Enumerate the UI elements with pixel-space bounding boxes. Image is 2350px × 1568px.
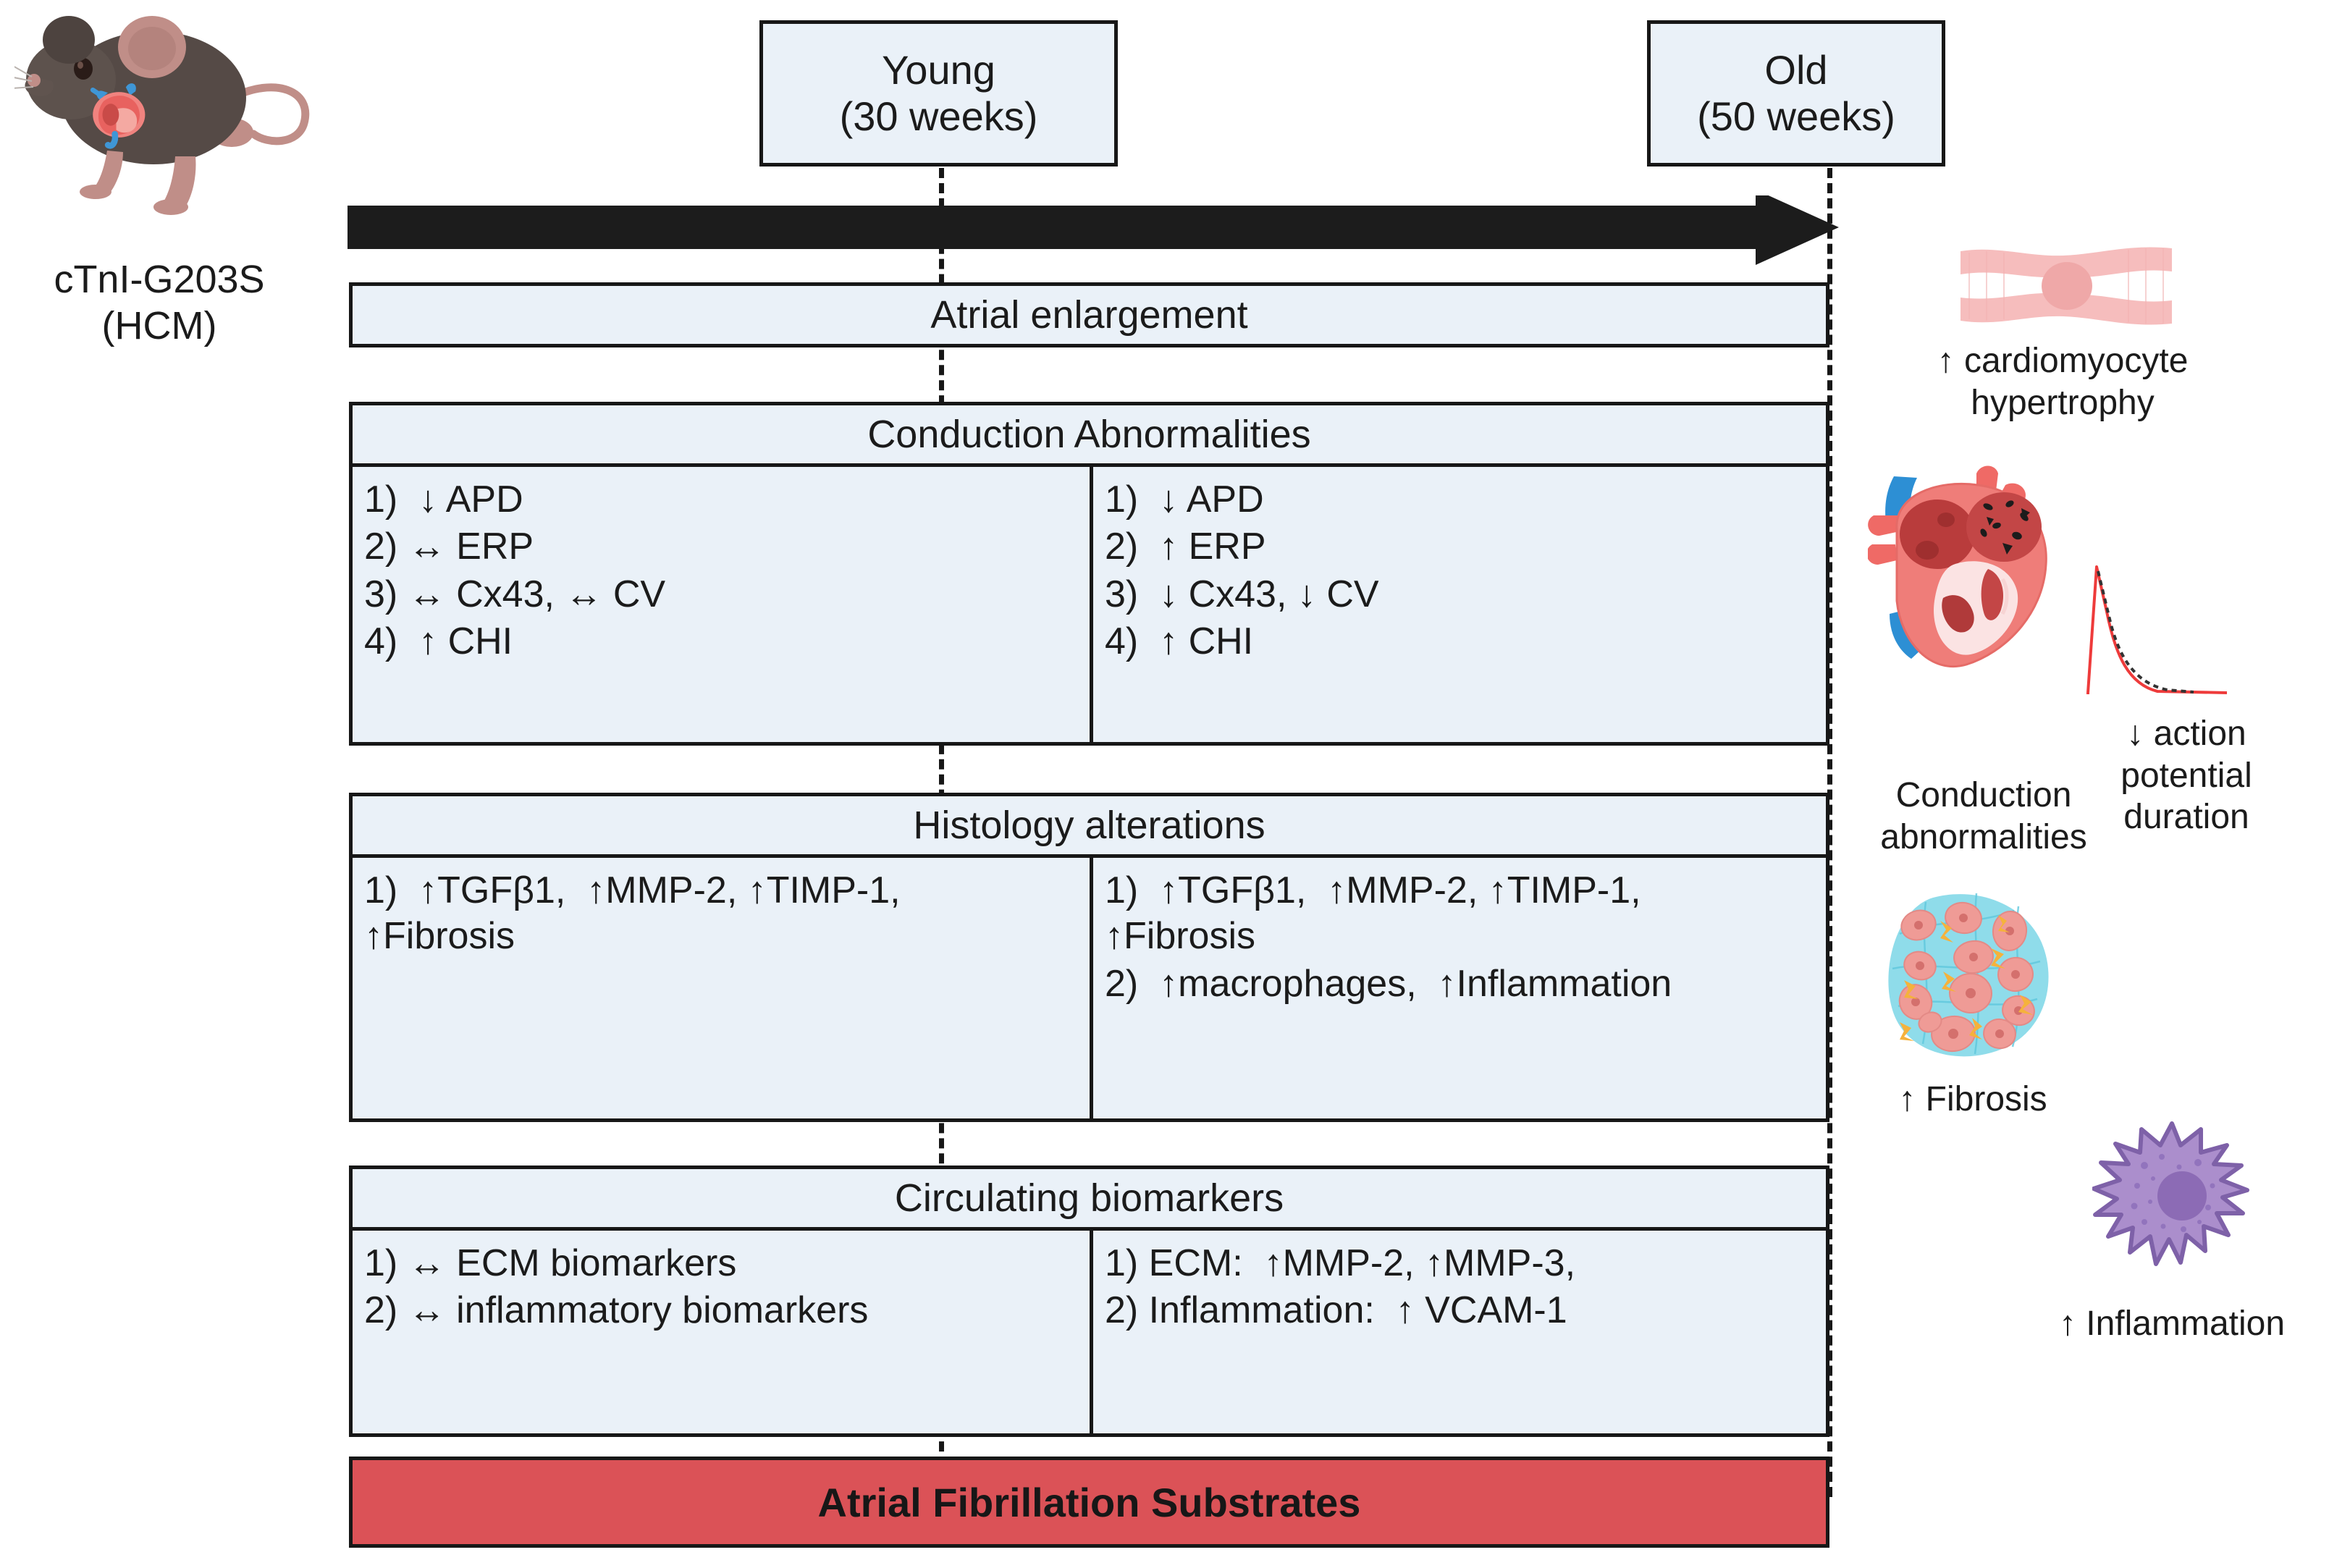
conduction-old-column: 1) ↓ APD 2) ↑ ERP 3) ↓ Cx43, ↓ CV 4) ↑ C… bbox=[1093, 467, 1822, 742]
histology-old-list: 1) ↑TGFβ1, ↑MMP-2, ↑TIMP-1, ↑Fibrosis 2)… bbox=[1105, 868, 1811, 1007]
section-header-histology-alterations: Histology alterations bbox=[913, 804, 1265, 847]
section-header-circulating-biomarkers: Circulating biomarkers bbox=[894, 1176, 1284, 1220]
caption-conduction-abnormalities: Conduction abnormalities bbox=[1880, 776, 2087, 856]
section-circulating-biomarkers: Circulating biomarkers 1) ↔ ECM biomarke… bbox=[349, 1166, 1829, 1437]
model-label: cTnI-G203S (HCM) bbox=[54, 258, 265, 347]
list-item: 1) ↑TGFβ1, ↑MMP-2, ↑TIMP-1, ↑Fibrosis bbox=[364, 869, 901, 958]
timeline-old-label: Old (50 weeks) bbox=[1697, 46, 1895, 139]
caption-action-potential-duration: ↓ action potential duration bbox=[2121, 715, 2252, 837]
histology-young-column: 1) ↑TGFβ1, ↑MMP-2, ↑TIMP-1, ↑Fibrosis bbox=[353, 858, 1093, 1118]
list-item: 1) ↑TGFβ1, ↑MMP-2, ↑TIMP-1, ↑Fibrosis bbox=[1105, 869, 1641, 958]
list-item: 2) ↑ ERP bbox=[1105, 526, 1266, 568]
old-guide-line bbox=[1827, 168, 1832, 1497]
timeline-young-label: Young (30 weeks) bbox=[839, 46, 1038, 139]
section-atrial-enlargement: Atrial enlargement bbox=[349, 282, 1829, 347]
section-header-atrial-enlargement: Atrial enlargement bbox=[930, 293, 1248, 337]
conduction-young-column: 1) ↓ APD 2) ↔ ERP 3) ↔ Cx43, ↔ CV 4) ↑ C… bbox=[353, 467, 1093, 742]
caption-cardiomyocyte-hypertrophy: ↑ cardiomyocyte hypertrophy bbox=[1937, 342, 2189, 422]
action-potential-trace-icon bbox=[2086, 565, 2228, 694]
list-item: 3) ↔ Cx43, ↔ CV bbox=[364, 573, 666, 615]
macrophage-icon bbox=[2092, 1121, 2249, 1266]
list-item: 1) ECM: ↑MMP-2, ↑MMP-3, bbox=[1105, 1242, 1576, 1284]
section-histology-alterations: Histology alterations 1) ↑TGFβ1, ↑MMP-2,… bbox=[349, 793, 1829, 1122]
caption-inflammation: ↑ Inflammation bbox=[2058, 1304, 2286, 1343]
conduction-young-list: 1) ↓ APD 2) ↔ ERP 3) ↔ Cx43, ↔ CV 4) ↑ C… bbox=[364, 477, 1078, 665]
list-item: 1) ↔ ECM biomarkers bbox=[364, 1242, 737, 1284]
outcome-bar-atrial-fibrillation-substrates: Atrial Fibrillation Substrates bbox=[349, 1457, 1829, 1548]
list-item: 2) ↔ inflammatory biomarkers bbox=[364, 1289, 869, 1332]
timeline-young-box: Young (30 weeks) bbox=[759, 20, 1118, 167]
list-item: 1) ↓ APD bbox=[1105, 479, 1264, 520]
biomarkers-old-column: 1) ECM: ↑MMP-2, ↑MMP-3, 2) Inflammation:… bbox=[1093, 1231, 1822, 1433]
outcome-bar-label: Atrial Fibrillation Substrates bbox=[817, 1479, 1361, 1525]
list-item: 4) ↑ CHI bbox=[1105, 620, 1254, 663]
list-item: 4) ↑ CHI bbox=[364, 620, 513, 663]
aging-timeline-arrow bbox=[348, 195, 1839, 265]
cardiomyocyte-icon bbox=[1961, 247, 2172, 325]
caption-fibrosis: ↑ Fibrosis bbox=[1898, 1080, 2047, 1118]
list-item: 3) ↓ Cx43, ↓ CV bbox=[1105, 573, 1379, 615]
heart-cross-section-icon bbox=[1868, 465, 2047, 668]
timeline-old-box: Old (50 weeks) bbox=[1647, 20, 1945, 167]
fibrotic-tissue-icon bbox=[1888, 893, 2049, 1057]
list-item: 1) ↓ APD bbox=[364, 479, 523, 520]
list-item: 2) ↔ ERP bbox=[364, 526, 534, 568]
list-item: 2) Inflammation: ↑ VCAM-1 bbox=[1105, 1289, 1567, 1332]
biomarkers-young-list: 1) ↔ ECM biomarkers 2) ↔ inflammatory bi… bbox=[364, 1241, 1078, 1334]
histology-old-column: 1) ↑TGFβ1, ↑MMP-2, ↑TIMP-1, ↑Fibrosis 2)… bbox=[1093, 858, 1822, 1118]
section-header-conduction-abnormalities: Conduction Abnormalities bbox=[867, 413, 1311, 456]
section-conduction-abnormalities: Conduction Abnormalities 1) ↓ APD 2) ↔ E… bbox=[349, 402, 1829, 746]
biomarkers-young-column: 1) ↔ ECM biomarkers 2) ↔ inflammatory bi… bbox=[353, 1231, 1093, 1433]
histology-young-list: 1) ↑TGFβ1, ↑MMP-2, ↑TIMP-1, ↑Fibrosis bbox=[364, 868, 1078, 960]
conduction-old-list: 1) ↓ APD 2) ↑ ERP 3) ↓ Cx43, ↓ CV 4) ↑ C… bbox=[1105, 477, 1811, 665]
mouse-model-icon bbox=[14, 16, 310, 215]
list-item: 2) ↑macrophages, ↑Inflammation bbox=[1105, 962, 1672, 1005]
biomarkers-old-list: 1) ECM: ↑MMP-2, ↑MMP-3, 2) Inflammation:… bbox=[1105, 1241, 1811, 1334]
